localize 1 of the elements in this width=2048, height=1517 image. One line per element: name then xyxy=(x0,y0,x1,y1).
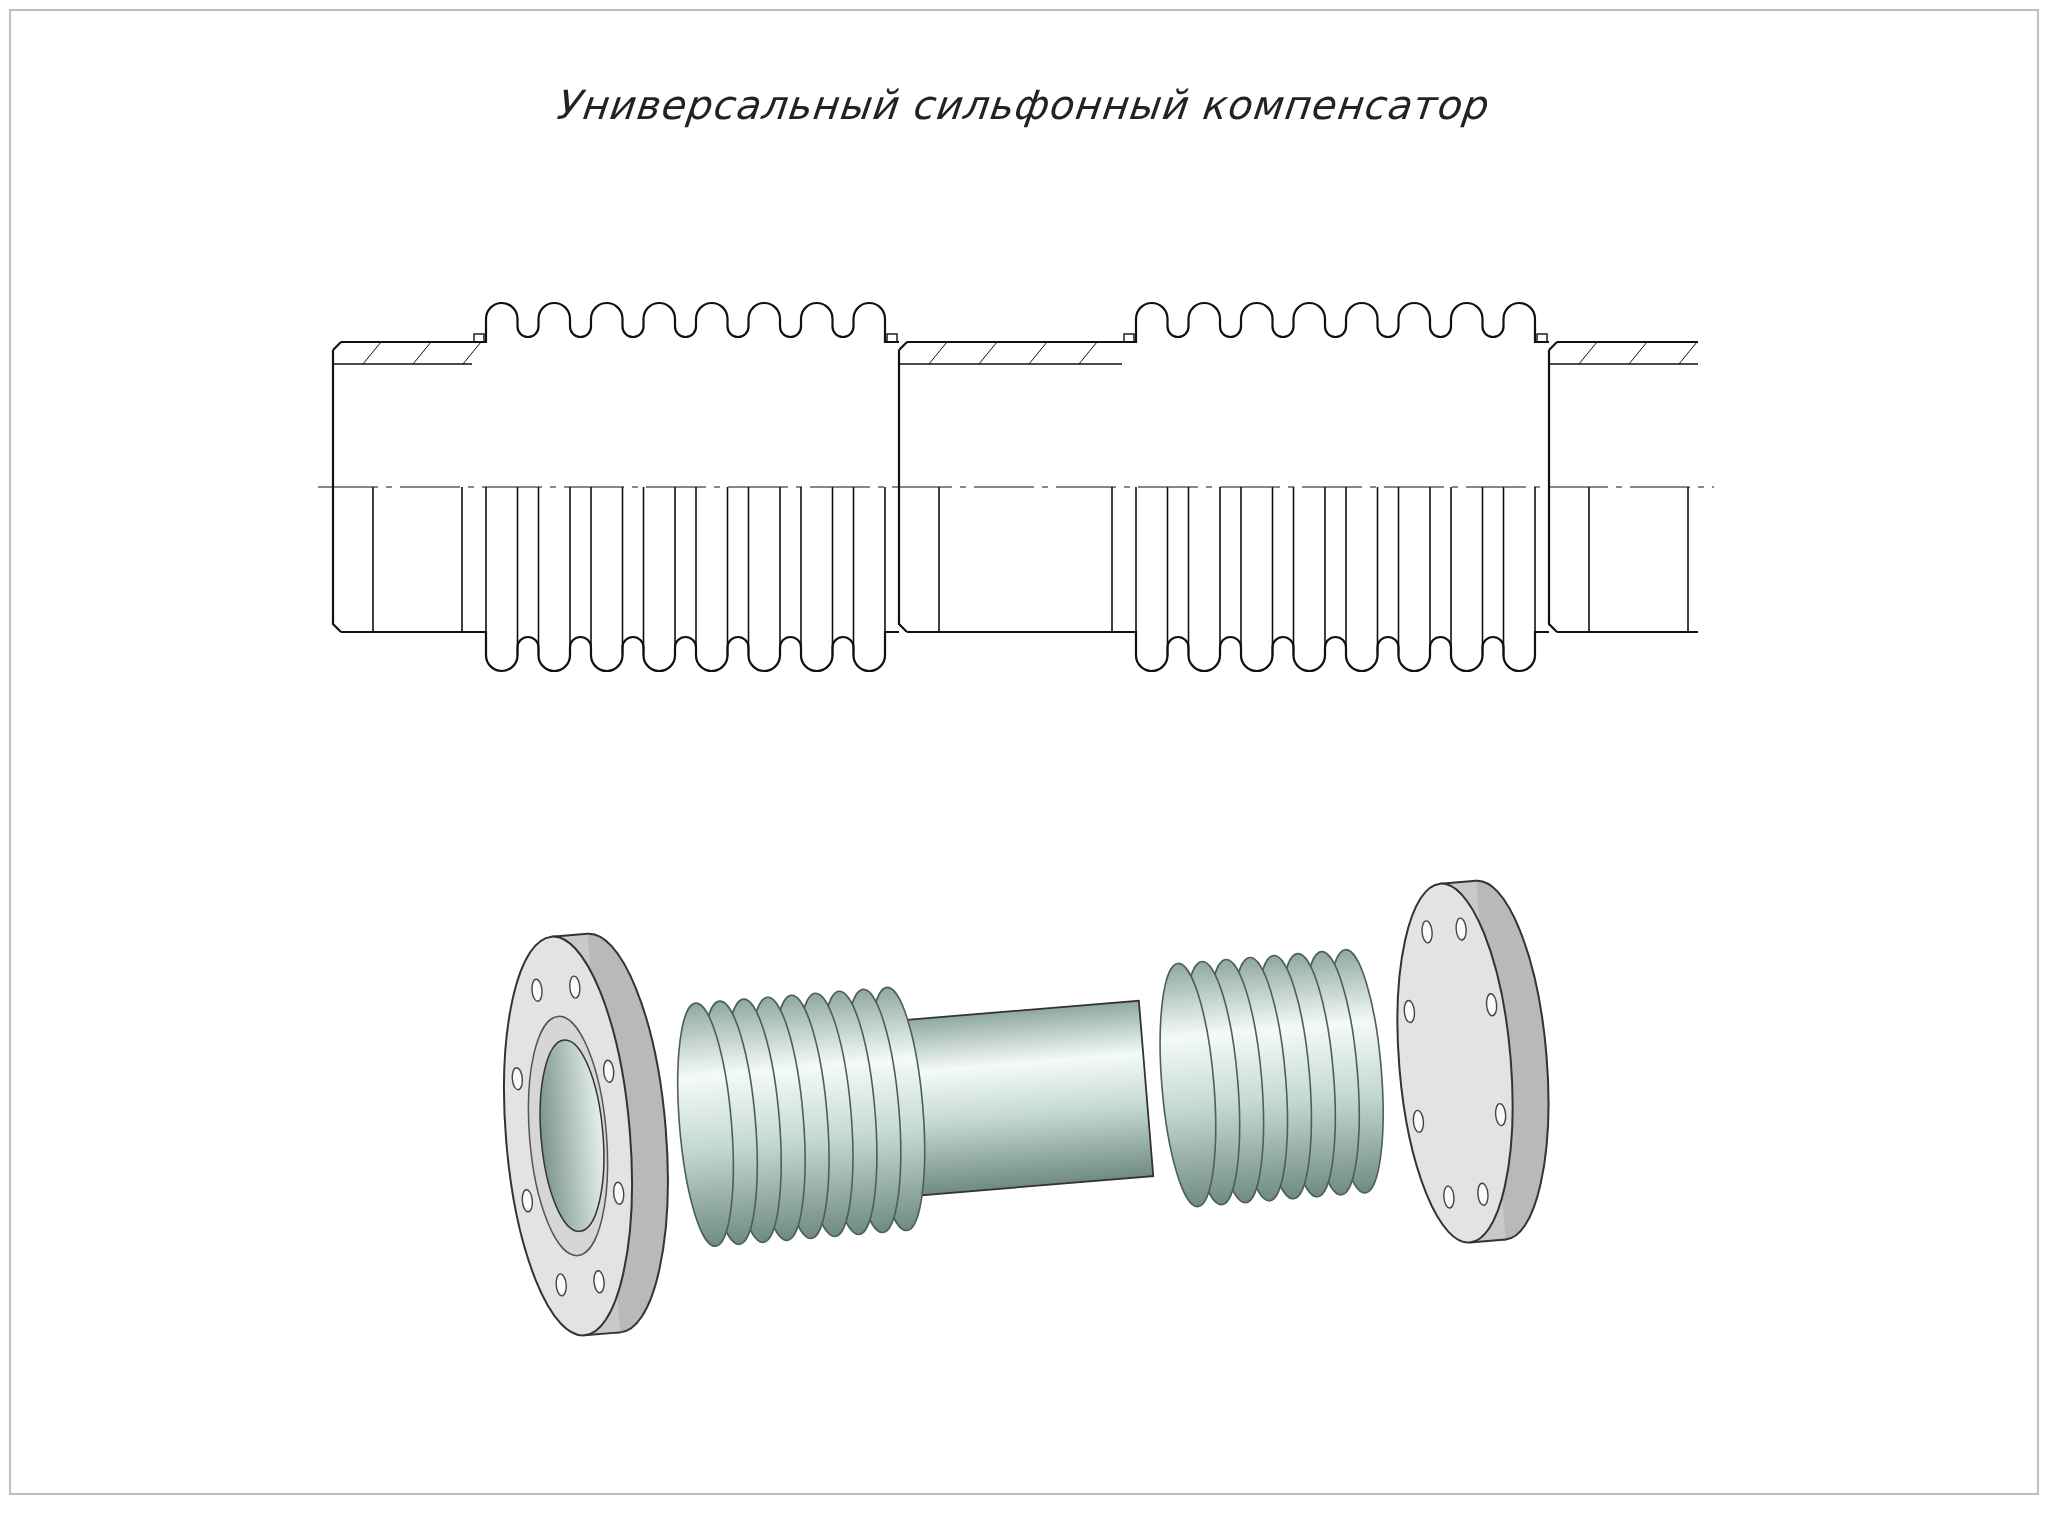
drawing-title: Универсальный сильфонный компенсатор xyxy=(554,82,1494,128)
